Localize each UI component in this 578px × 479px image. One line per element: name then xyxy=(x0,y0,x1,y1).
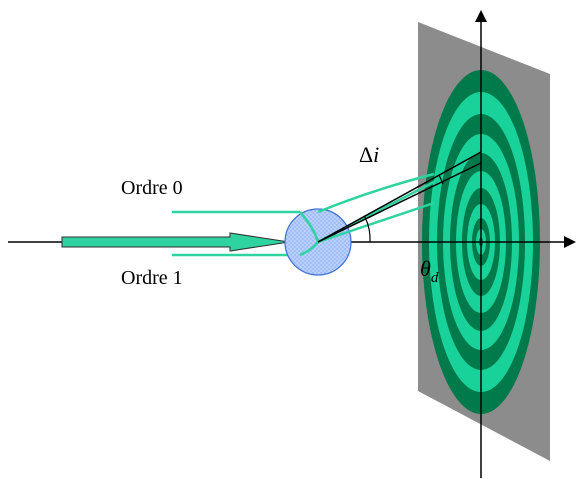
incident-beam-arrow xyxy=(61,232,290,252)
delta-symbol: Δ xyxy=(359,142,373,167)
label-delta-i: Δi xyxy=(359,142,379,167)
theta-angle-arc xyxy=(364,216,371,243)
ray-internal-lower xyxy=(299,241,319,257)
angle-line-upper xyxy=(317,151,482,243)
label-theta-d: θd xyxy=(420,256,439,286)
theta-symbol: θ xyxy=(420,256,431,281)
theta-subscript: d xyxy=(431,270,439,286)
delta-i-arc xyxy=(438,174,444,185)
angle-line-lower xyxy=(317,162,482,243)
delta-variable: i xyxy=(373,142,379,167)
label-order-1: Ordre 1 xyxy=(121,267,183,289)
ray-exit-envelope xyxy=(317,172,435,214)
ray-exit-lower xyxy=(317,201,435,244)
label-order-0: Ordre 0 xyxy=(121,177,183,199)
ray-internal-upper xyxy=(299,211,320,243)
